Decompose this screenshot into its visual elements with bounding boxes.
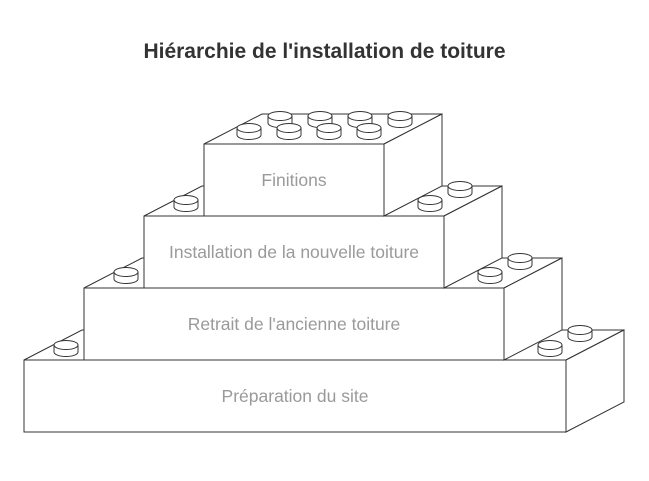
block-label: Finitions	[261, 170, 327, 190]
stud-top	[236, 123, 262, 133]
stud-top	[507, 253, 533, 263]
stud-top	[477, 267, 503, 277]
stud	[316, 123, 342, 140]
diagram-title: Hiérarchie de l'installation de toiture	[143, 40, 506, 63]
stud	[417, 195, 443, 212]
stud	[477, 267, 503, 284]
stud-top	[53, 340, 79, 350]
block-front-face	[143, 215, 445, 289]
block-front-face	[83, 287, 505, 361]
stud-top	[537, 340, 563, 350]
stud	[173, 195, 199, 212]
stud-top	[316, 123, 342, 133]
block-4	[203, 111, 443, 217]
block-label: Installation de la nouvelle toiture	[168, 242, 420, 262]
stud	[53, 340, 79, 357]
stud	[356, 123, 382, 140]
stud	[507, 253, 533, 270]
stud-top	[447, 181, 473, 191]
stud-top	[417, 195, 443, 205]
stud	[113, 267, 139, 284]
stud	[276, 123, 302, 140]
block-label: Retrait de l'ancienne toiture	[187, 314, 401, 334]
stud	[447, 181, 473, 198]
block-label: Préparation du site	[221, 386, 369, 406]
stud	[236, 123, 262, 140]
stud-top	[267, 111, 293, 121]
stud	[537, 340, 563, 357]
stud	[567, 325, 593, 342]
stud-top	[307, 111, 333, 121]
stud-top	[356, 123, 382, 133]
stud-top	[276, 123, 302, 133]
stud-top	[567, 325, 593, 335]
stud-top	[347, 111, 373, 121]
stud-top	[173, 195, 199, 205]
stud-top	[113, 267, 139, 277]
stud-top	[387, 111, 413, 121]
block-front-face	[23, 359, 567, 433]
block-front-face	[203, 143, 385, 217]
stud	[387, 111, 413, 128]
